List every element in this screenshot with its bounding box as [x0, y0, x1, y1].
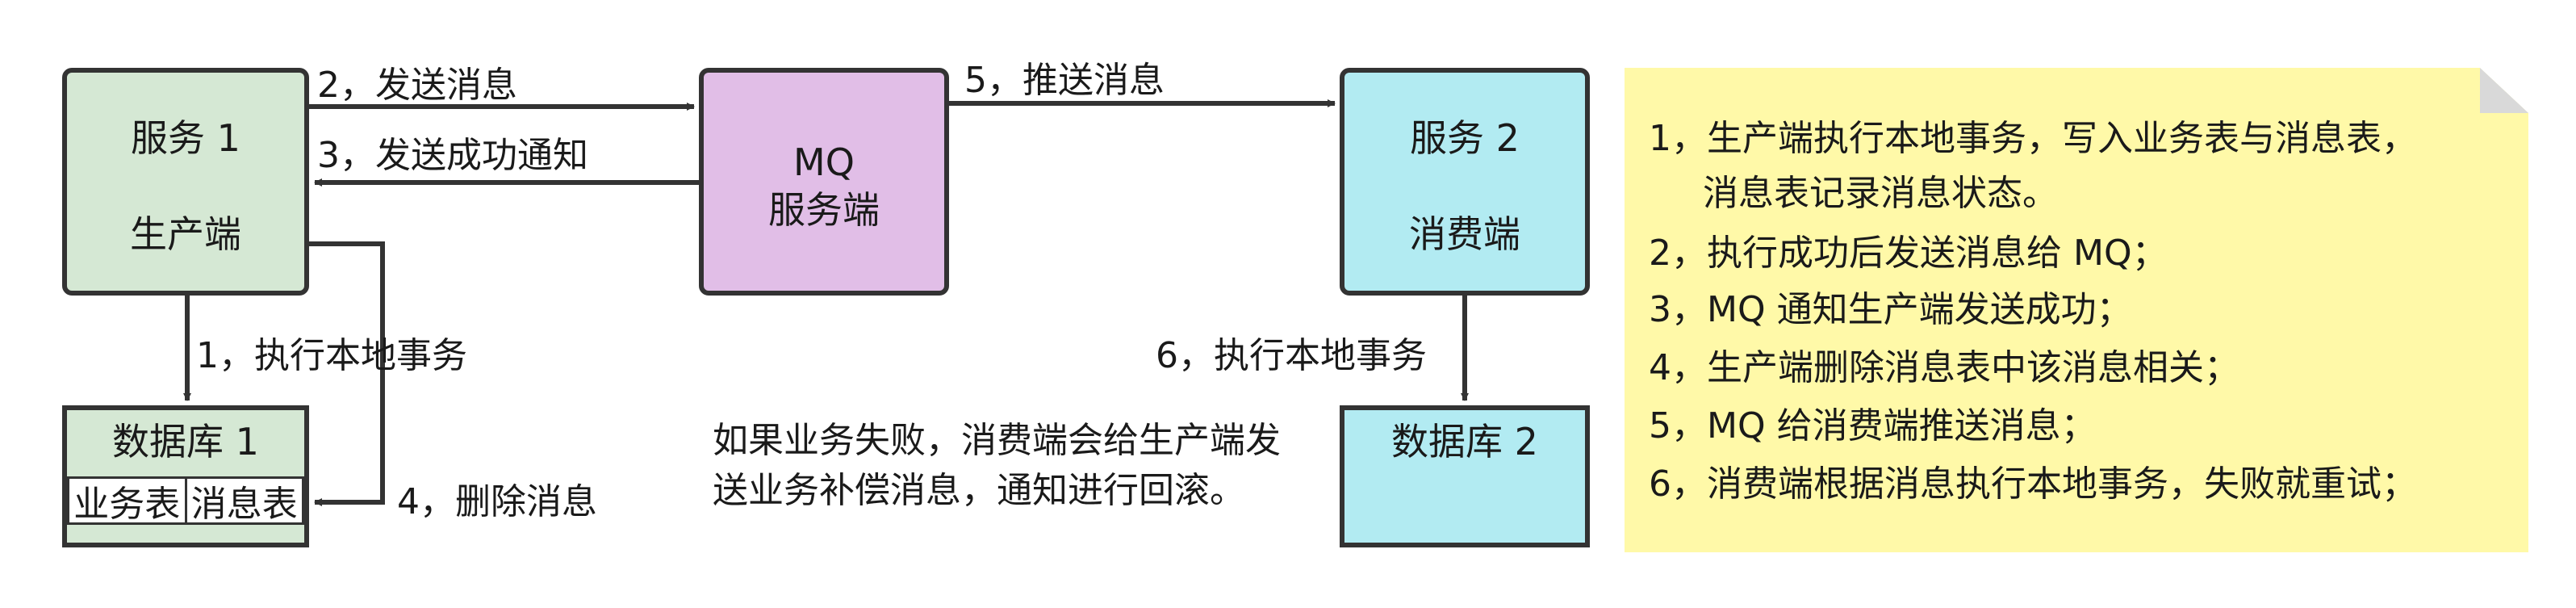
sticky-note-body — [1625, 68, 2528, 552]
arrow-delete-message — [309, 241, 385, 506]
edge-label-delete-message: 4，删除消息 — [397, 481, 597, 522]
edge-label-local-transaction-2: 6，执行本地事务 — [1156, 335, 1427, 376]
service2-title: 服务 2 — [1410, 116, 1520, 160]
sticky-note — [1625, 68, 2528, 552]
database1-tables: 业务表 消息表 — [67, 476, 304, 525]
note-line-6: 6，消费端根据消息执行本地事务，失败就重试； — [1649, 463, 2417, 505]
mq-server-label: 服务端 — [768, 188, 880, 232]
service1-title: 服务 1 — [131, 116, 240, 160]
mq-label: MQ — [793, 140, 855, 184]
database1-title: 数据库 1 — [112, 420, 259, 463]
failure-note-line-1: 如果业务失败，消费端会给生产端发 — [713, 420, 1281, 461]
mq-server-node — [699, 68, 949, 296]
table-business-label: 业务表 — [73, 484, 181, 525]
database2-node — [1340, 405, 1590, 547]
service2-node — [1340, 68, 1590, 296]
edge-label-push-message: 5，推送消息 — [964, 60, 1165, 101]
note-line-2: 2，执行成功后发送消息给 MQ； — [1649, 233, 2168, 274]
sticky-note-fold — [2480, 68, 2528, 113]
note-line-5: 5，MQ 给消费端推送消息； — [1649, 405, 2097, 447]
service2-subtitle: 消费端 — [1409, 212, 1520, 256]
note-line-3: 3，MQ 通知生产端发送成功； — [1649, 289, 2132, 330]
edge-label-send-success: 3，发送成功通知 — [317, 135, 588, 176]
failure-note-line-2: 送业务补偿消息，通知进行回滚。 — [713, 470, 1245, 511]
note-line-1-continued: 消息表记录消息状态。 — [1703, 173, 2058, 214]
table-message: 消息表 — [187, 479, 303, 525]
note-line-4: 4，生产端删除消息表中该消息相关； — [1649, 347, 2239, 388]
database2-title: 数据库 2 — [1391, 420, 1538, 463]
service1-subtitle: 生产端 — [130, 212, 241, 256]
service1-node — [62, 68, 309, 296]
edge-label-local-transaction-1: 1，执行本地事务 — [196, 335, 467, 376]
table-message-label: 消息表 — [190, 484, 298, 525]
edge-label-send-message: 2，发送消息 — [317, 65, 517, 106]
note-line-1: 1，生产端执行本地事务，写入业务表与消息表， — [1649, 118, 2417, 159]
table-business: 业务表 — [69, 479, 187, 525]
